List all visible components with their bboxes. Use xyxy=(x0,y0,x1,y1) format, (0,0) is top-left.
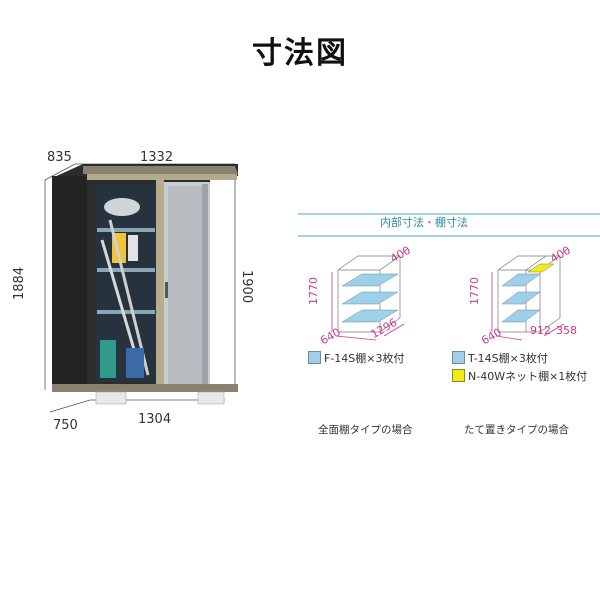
legend-net-shelf: N-40Wネット棚×1枚付 xyxy=(452,368,587,384)
legend-swatch-blue xyxy=(308,351,321,364)
shed-top-depth: 835 xyxy=(47,150,72,165)
legend-net-shelf-label: N-40Wネット棚×1枚付 xyxy=(468,370,588,383)
legend-swatch-yellow xyxy=(452,369,465,382)
caption-vertical-shelf: たて置きタイプの場合 xyxy=(464,424,569,436)
section-divider xyxy=(298,213,600,237)
vertical-width-a: 912 xyxy=(530,324,551,337)
shed-top-width: 1332 xyxy=(140,150,174,165)
shed-illustration xyxy=(44,163,238,413)
shed-bottom-width: 1304 xyxy=(138,412,172,427)
legend-swatch-blue xyxy=(452,351,465,364)
caption-full-shelf: 全面棚タイプの場合 xyxy=(318,424,413,436)
legend-full-shelf: F-14S棚×3枚付 xyxy=(308,350,405,366)
legend-vertical-shelf: T-14S棚×3枚付 xyxy=(452,350,548,366)
legend-full-shelf-label: F-14S棚×3枚付 xyxy=(324,352,405,365)
vertical-width-b: 358 xyxy=(556,324,577,337)
page-title: 寸法図 xyxy=(252,36,348,71)
section-title-inner: 内部寸法 xyxy=(380,216,424,229)
full-height: 1770 xyxy=(307,277,320,305)
legend-vertical-shelf-label: T-14S棚×3枚付 xyxy=(468,352,548,365)
shelf-diagram-vertical xyxy=(491,248,569,341)
shelf-diagram-full xyxy=(331,248,409,341)
section-title-dot: ・ xyxy=(424,216,435,229)
shed-bottom-depth: 750 xyxy=(53,418,78,433)
section-title-shelf: 棚寸法 xyxy=(435,216,468,229)
shed-left-height: 1884 xyxy=(12,266,27,300)
section-title: 内部寸法・棚寸法 xyxy=(380,214,468,230)
shed-right-height: 1900 xyxy=(239,270,254,304)
vertical-height: 1770 xyxy=(468,277,481,305)
